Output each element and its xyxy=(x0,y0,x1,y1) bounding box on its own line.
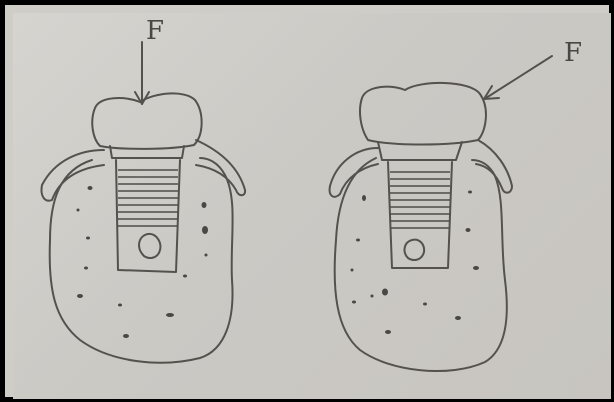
right-bone-outline xyxy=(335,158,507,371)
left-implant-hole xyxy=(139,234,160,258)
right-implant-sketch xyxy=(330,56,552,371)
left-crown xyxy=(92,93,201,148)
right-implant-body xyxy=(388,162,452,268)
right-implant-hole xyxy=(405,240,425,260)
right-gum-right xyxy=(476,140,512,193)
right-gum-left xyxy=(330,148,378,197)
right-threads xyxy=(390,172,450,228)
left-bone-speckles xyxy=(77,186,209,338)
right-crown xyxy=(360,83,486,145)
right-bone-speckles xyxy=(351,191,480,335)
right-force-label: F xyxy=(564,40,582,66)
left-bone-outline xyxy=(50,158,233,363)
force-arrow-icon xyxy=(484,56,552,99)
force-arrow-icon xyxy=(135,42,149,104)
left-force-label: F xyxy=(146,18,164,44)
left-gum-left xyxy=(41,150,104,201)
left-implant-sketch xyxy=(41,42,245,363)
left-threads xyxy=(118,170,178,226)
